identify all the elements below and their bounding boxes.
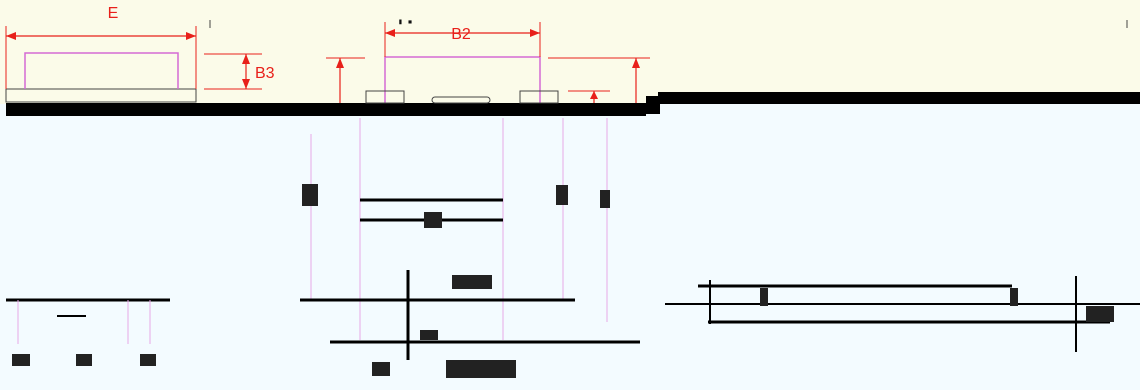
height-left-arrow	[336, 58, 344, 68]
middle-pad-left	[365, 90, 405, 104]
left-scale-mark-b	[76, 354, 92, 366]
base-band-right	[658, 92, 1140, 104]
right-bracket-mark-a	[760, 288, 768, 306]
height-right-arrow	[632, 58, 640, 68]
right-bracket-mark-b	[1010, 288, 1018, 306]
lower-shelf-mark	[424, 212, 442, 228]
left-outline-top	[24, 52, 179, 89]
b2-arrow-right	[530, 29, 540, 37]
left-base-plate	[5, 88, 197, 103]
b2-dimension-label: B2	[451, 26, 471, 43]
b3-dimension-label: B3	[255, 65, 275, 82]
e-arrow-left	[6, 32, 16, 40]
lower-left-mark	[302, 184, 318, 206]
right-bracket-mark-c	[1086, 306, 1114, 322]
lower-right-mark-b	[600, 190, 610, 208]
center-lower-mark-c	[446, 360, 516, 378]
lower-right-mark-a	[556, 185, 568, 205]
middle-outline	[384, 56, 541, 103]
b3-arrow-top	[242, 54, 250, 64]
e-dimension-label: E	[108, 5, 119, 22]
e-arrow-right	[186, 32, 196, 40]
left-scale-mark-a	[12, 354, 30, 366]
top-marker: ▮ ▪	[398, 17, 412, 26]
left-scale-mark-c	[140, 354, 156, 366]
small-height-arrow	[590, 91, 598, 99]
middle-center-slot	[431, 96, 491, 104]
middle-pad-right	[519, 90, 559, 104]
background-upper-zone	[0, 0, 1140, 104]
base-band-left	[6, 103, 646, 116]
center-lower-mark-d	[420, 330, 438, 340]
center-lower-mark-a	[452, 275, 492, 289]
b3-arrow-bottom	[242, 79, 250, 89]
base-band-step	[646, 96, 660, 114]
center-lower-mark-b	[372, 362, 390, 376]
background-lower-zone	[0, 104, 1140, 390]
b2-arrow-left	[385, 29, 395, 37]
